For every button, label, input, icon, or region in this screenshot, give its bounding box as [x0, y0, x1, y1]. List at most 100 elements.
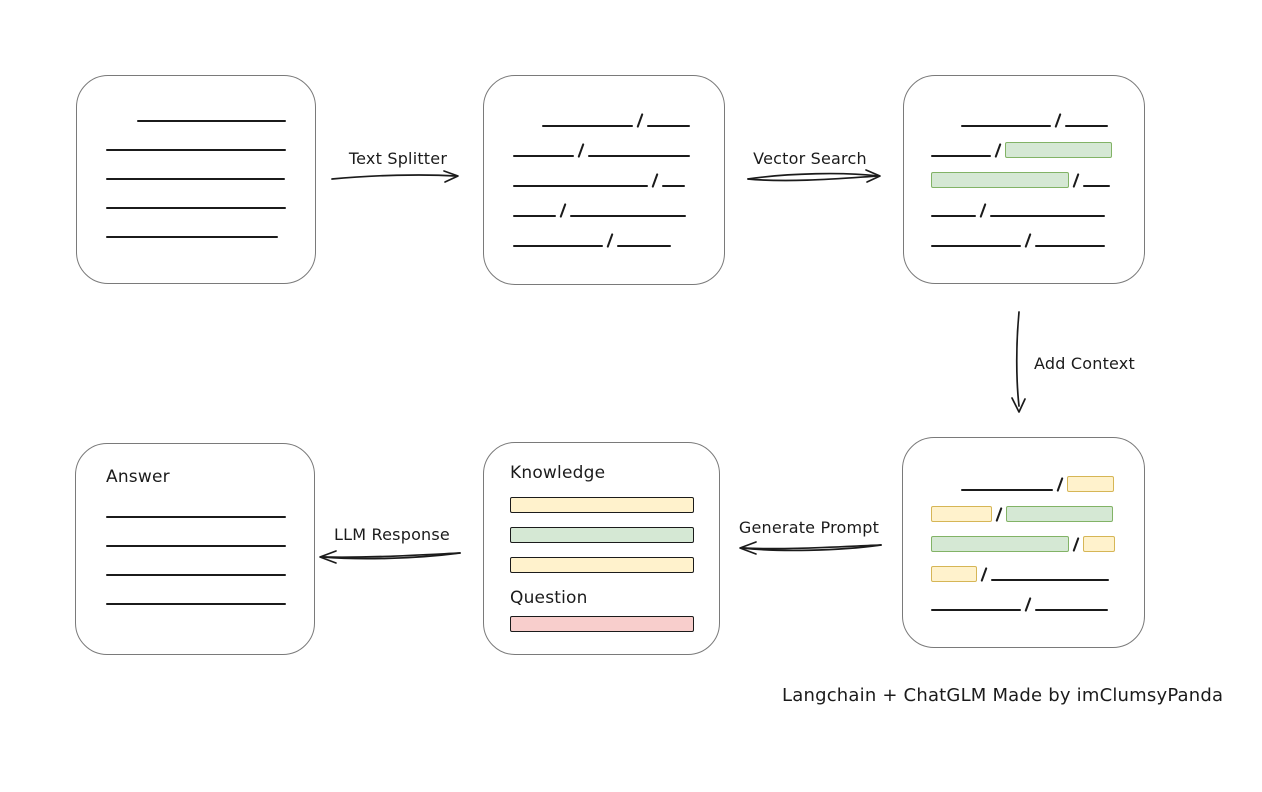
text-line	[961, 125, 1051, 127]
chunk-row	[931, 534, 1144, 552]
generate-prompt-arrow	[739, 541, 882, 555]
slash-separator	[994, 143, 1002, 158]
text-line	[570, 215, 686, 217]
text-line	[1083, 185, 1110, 187]
chunk-row	[961, 474, 1144, 492]
text-line	[931, 215, 976, 217]
slash-separator	[651, 173, 659, 188]
chunk-row	[542, 110, 724, 128]
text-line	[106, 207, 286, 209]
text-line	[931, 155, 991, 157]
add-context-label: Add Context	[1034, 354, 1135, 373]
llm-response-arrow	[319, 550, 461, 564]
text-line	[542, 125, 633, 127]
slash-separator	[1072, 537, 1080, 552]
text-line	[991, 579, 1109, 581]
red-bar	[510, 616, 694, 632]
slash-separator	[577, 143, 585, 158]
text-line	[106, 178, 285, 180]
search-rows	[931, 110, 1144, 248]
text-line	[106, 545, 286, 547]
yellow-highlight-chip	[1083, 536, 1115, 552]
text-line	[513, 155, 574, 157]
green-highlight-chip	[1006, 506, 1113, 522]
chunk-row	[513, 170, 724, 188]
slash-separator	[1056, 477, 1064, 492]
chunk-row	[961, 110, 1144, 128]
slash-separator	[606, 233, 614, 248]
text-line	[1065, 125, 1108, 127]
text-line	[106, 516, 286, 518]
slash-separator	[995, 507, 1003, 522]
green-bar	[510, 527, 694, 543]
document-box	[76, 75, 316, 284]
green-highlight-chip	[931, 536, 1069, 552]
text-line	[1035, 245, 1105, 247]
credit-caption: Langchain + ChatGLM Made by imClumsyPand…	[782, 685, 1224, 706]
yellow-bar	[510, 497, 694, 513]
text-line	[588, 155, 690, 157]
text-line	[106, 603, 286, 605]
generate-prompt-label: Generate Prompt	[738, 518, 880, 537]
text-line	[990, 215, 1105, 217]
text-line	[106, 236, 278, 238]
text-line	[106, 574, 286, 576]
slash-separator	[979, 203, 987, 218]
text-line	[617, 245, 671, 247]
add-context-arrow	[1011, 311, 1026, 413]
green-highlight-chip	[931, 172, 1069, 188]
vector-search-label: Vector Search	[753, 149, 867, 168]
chunk-row	[931, 504, 1144, 522]
knowledge-bars	[510, 497, 719, 573]
text-line	[931, 609, 1021, 611]
answer-label: Answer	[106, 467, 170, 487]
slash-separator	[1072, 173, 1080, 188]
text-line	[662, 185, 685, 187]
yellow-bar	[510, 557, 694, 573]
answer-box: Answer	[75, 443, 315, 655]
slash-separator	[1054, 113, 1062, 128]
answer-lines	[106, 516, 314, 605]
text-line	[931, 245, 1021, 247]
llm-response-label: LLM Response	[334, 525, 450, 544]
text-line	[513, 245, 603, 247]
text-splitter-arrow	[331, 170, 459, 183]
slash-separator	[636, 113, 644, 128]
green-highlight-chip	[1005, 142, 1112, 158]
chunk-rows	[513, 110, 724, 248]
text-line	[106, 149, 286, 151]
knowledge-label: Knowledge	[510, 463, 606, 483]
chunk-row	[931, 140, 1144, 158]
yellow-highlight-chip	[931, 566, 977, 582]
slash-separator	[980, 567, 988, 582]
text-line	[137, 120, 286, 122]
chunk-row	[931, 594, 1144, 612]
text-line	[513, 185, 648, 187]
chunk-row	[513, 140, 724, 158]
yellow-highlight-chip	[1067, 476, 1114, 492]
text-line	[1035, 609, 1108, 611]
question-label: Question	[510, 588, 588, 608]
chunk-row	[931, 170, 1144, 188]
text-line	[513, 215, 556, 217]
yellow-highlight-chip	[931, 506, 992, 522]
slash-separator	[559, 203, 567, 218]
chunk-row	[513, 200, 724, 218]
vector-search-arrow	[747, 169, 881, 183]
chunk-row	[931, 564, 1144, 582]
text-line	[961, 489, 1053, 491]
chunk-row	[931, 230, 1144, 248]
slash-separator	[1024, 597, 1032, 612]
prompt-box: Knowledge Question	[483, 442, 720, 655]
document-lines	[106, 120, 315, 238]
chunk-row	[931, 200, 1144, 218]
context-box	[902, 437, 1145, 648]
slash-separator	[1024, 233, 1032, 248]
search-results-box	[903, 75, 1145, 284]
chunks-box	[483, 75, 725, 285]
question-bar	[510, 616, 719, 632]
chunk-row	[513, 230, 724, 248]
text-line	[647, 125, 690, 127]
text-splitter-label: Text Splitter	[348, 149, 448, 168]
